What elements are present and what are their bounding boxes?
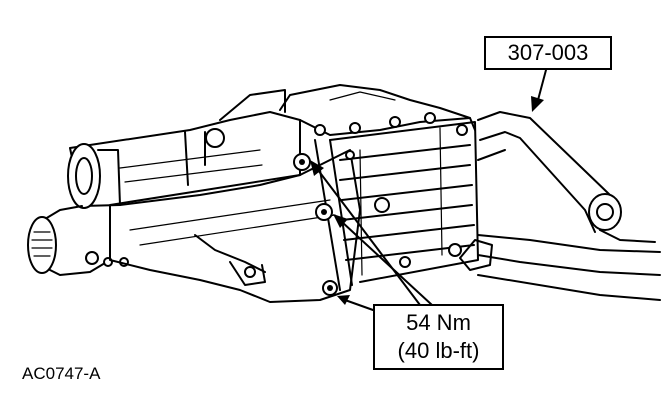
leader-arrows bbox=[310, 69, 547, 311]
tool-number-label: 307-003 bbox=[484, 36, 612, 70]
transmission-jack bbox=[459, 111, 661, 301]
top-bolts bbox=[314, 112, 468, 268]
torque-metric: 54 Nm bbox=[406, 310, 471, 335]
extension-housing bbox=[67, 89, 301, 209]
case-ribs bbox=[314, 121, 479, 291]
torque-imperial: (40 lb-ft) bbox=[397, 338, 480, 363]
output-flange bbox=[27, 205, 129, 276]
figure-code: AC0747-A bbox=[22, 364, 101, 383]
torque-spec-label: 54 Nm (40 lb-ft) bbox=[373, 304, 504, 370]
retaining-bolts bbox=[293, 153, 338, 296]
